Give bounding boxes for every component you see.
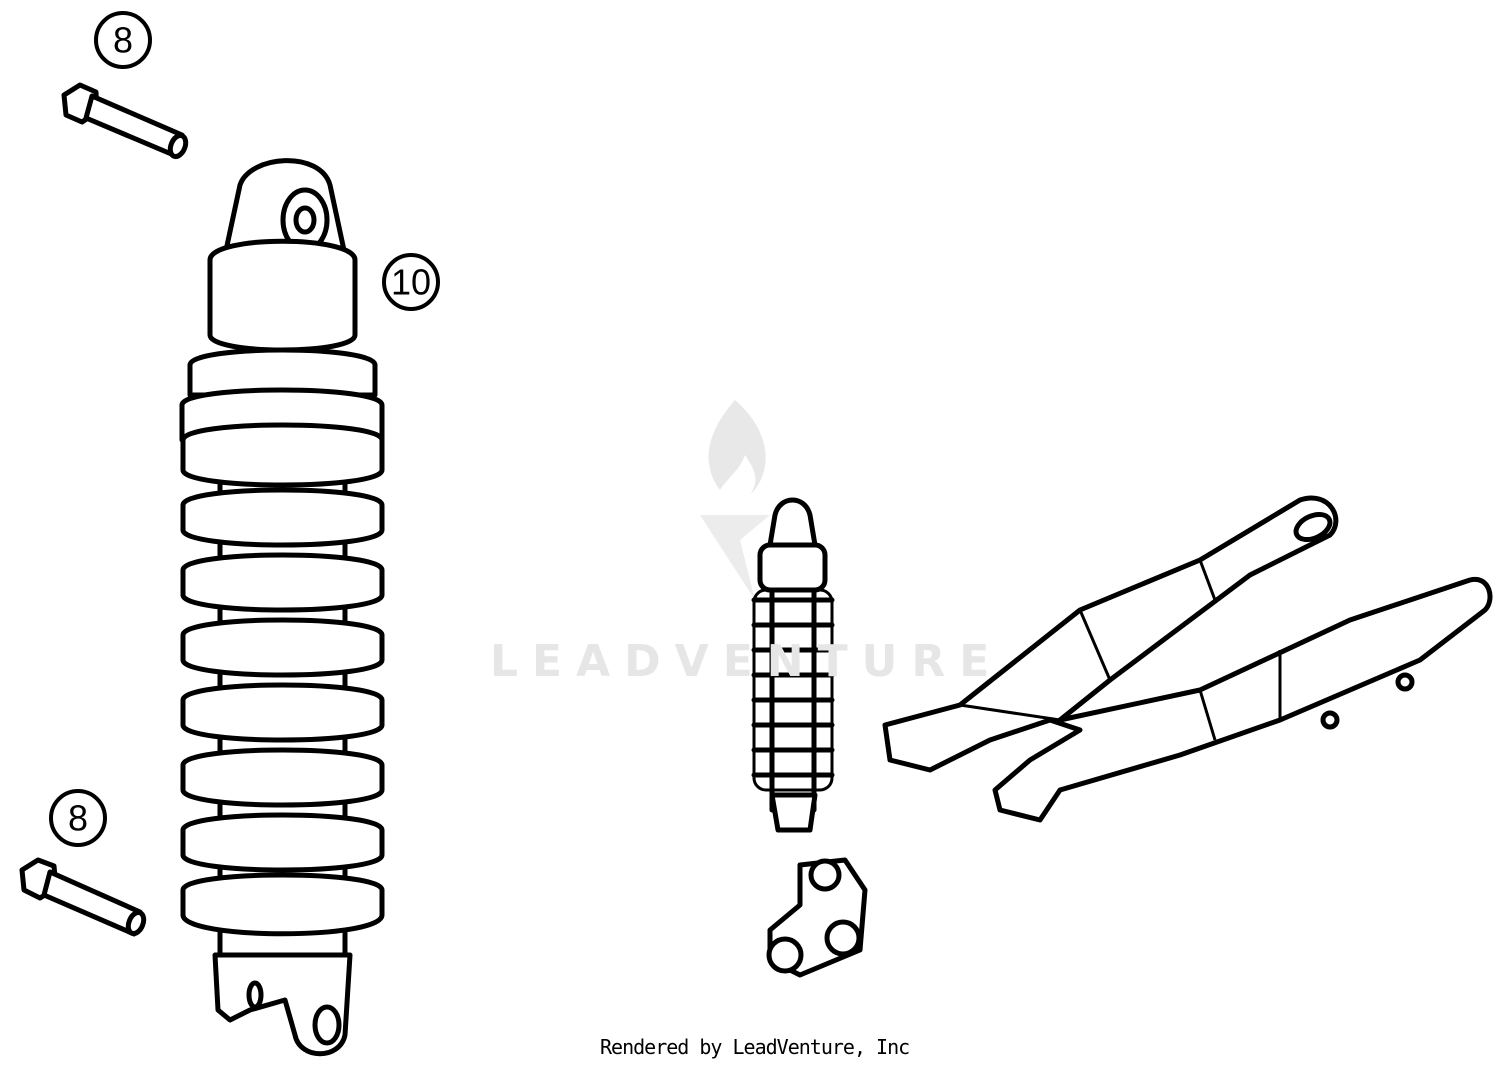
lower-bolt[interactable]	[19, 857, 147, 937]
watermark-logo	[700, 400, 770, 600]
linkage-part	[766, 857, 868, 978]
rear-shock-absorber[interactable]	[179, 158, 385, 1057]
footer-credit: Rendered by LeadVenture, Inc	[600, 1035, 910, 1059]
svg-text:8: 8	[68, 798, 88, 839]
callout-8-lower: 8	[49, 789, 107, 847]
callout-10: 10	[382, 253, 440, 311]
shock-thumbnail	[751, 497, 835, 833]
svg-text:8: 8	[113, 20, 133, 61]
coil-spring	[180, 422, 385, 937]
watermark-text: LEADVENTURE	[490, 636, 1003, 687]
upper-bolt[interactable]	[61, 82, 189, 160]
callout-8-upper: 8	[94, 11, 152, 69]
svg-text:10: 10	[391, 262, 431, 303]
swingarm	[882, 495, 1493, 823]
